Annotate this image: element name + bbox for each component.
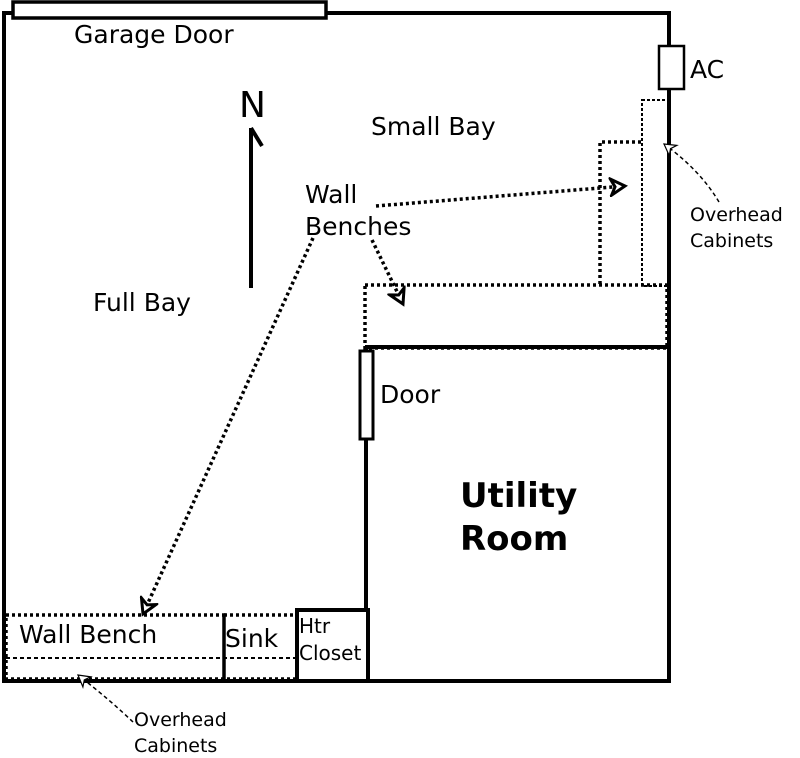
overhead-cabinets-bottom-label-line2: Cabinets bbox=[134, 735, 217, 757]
overhead-cabinets-right-label-line1: Overhead bbox=[690, 204, 783, 226]
door-label: Door bbox=[380, 380, 441, 409]
north-label: N bbox=[239, 85, 266, 126]
arrow-to-middle-bench bbox=[370, 239, 403, 304]
overhead-cabinets-right-label-line2: Cabinets bbox=[690, 230, 773, 252]
overhead-cabinets-right bbox=[641, 99, 670, 287]
arrow-to-right-bench bbox=[375, 186, 625, 208]
overhead-cabinets-bottom-label-line1: Overhead bbox=[134, 709, 227, 731]
ac-label: AC bbox=[690, 55, 724, 84]
full-bay-label: Full Bay bbox=[93, 288, 191, 317]
north-arrow-head bbox=[249, 126, 264, 148]
wall-bench-right bbox=[598, 140, 642, 284]
heater-closet-label-line2: Closet bbox=[299, 641, 361, 665]
utility-room-label-line1: Utility bbox=[460, 476, 577, 516]
sink-label: Sink bbox=[225, 624, 279, 653]
arrow-to-overhead-cabinets-bottom bbox=[77, 674, 134, 723]
heater-closet-label-line1: Htr bbox=[299, 614, 331, 638]
wall-benches-label-line1: Wall bbox=[305, 180, 357, 209]
ac-unit bbox=[657, 44, 686, 91]
wall-bench-bottom bbox=[4, 613, 226, 681]
arrow-to-overhead-cabinets-right bbox=[663, 143, 720, 203]
garage-door-shape bbox=[11, 0, 328, 20]
utility-door bbox=[358, 349, 375, 441]
arrow-to-bottom-bench bbox=[143, 237, 315, 614]
small-bay-label: Small Bay bbox=[371, 112, 496, 141]
wall-bench-bottom-label: Wall Bench bbox=[19, 620, 157, 649]
wall-bench-middle bbox=[363, 283, 669, 350]
wall-benches-label-line2: Benches bbox=[305, 212, 411, 241]
utility-room-label-line2: Room bbox=[460, 519, 568, 559]
heater-closet bbox=[295, 608, 370, 683]
garage-door-label: Garage Door bbox=[74, 20, 234, 49]
